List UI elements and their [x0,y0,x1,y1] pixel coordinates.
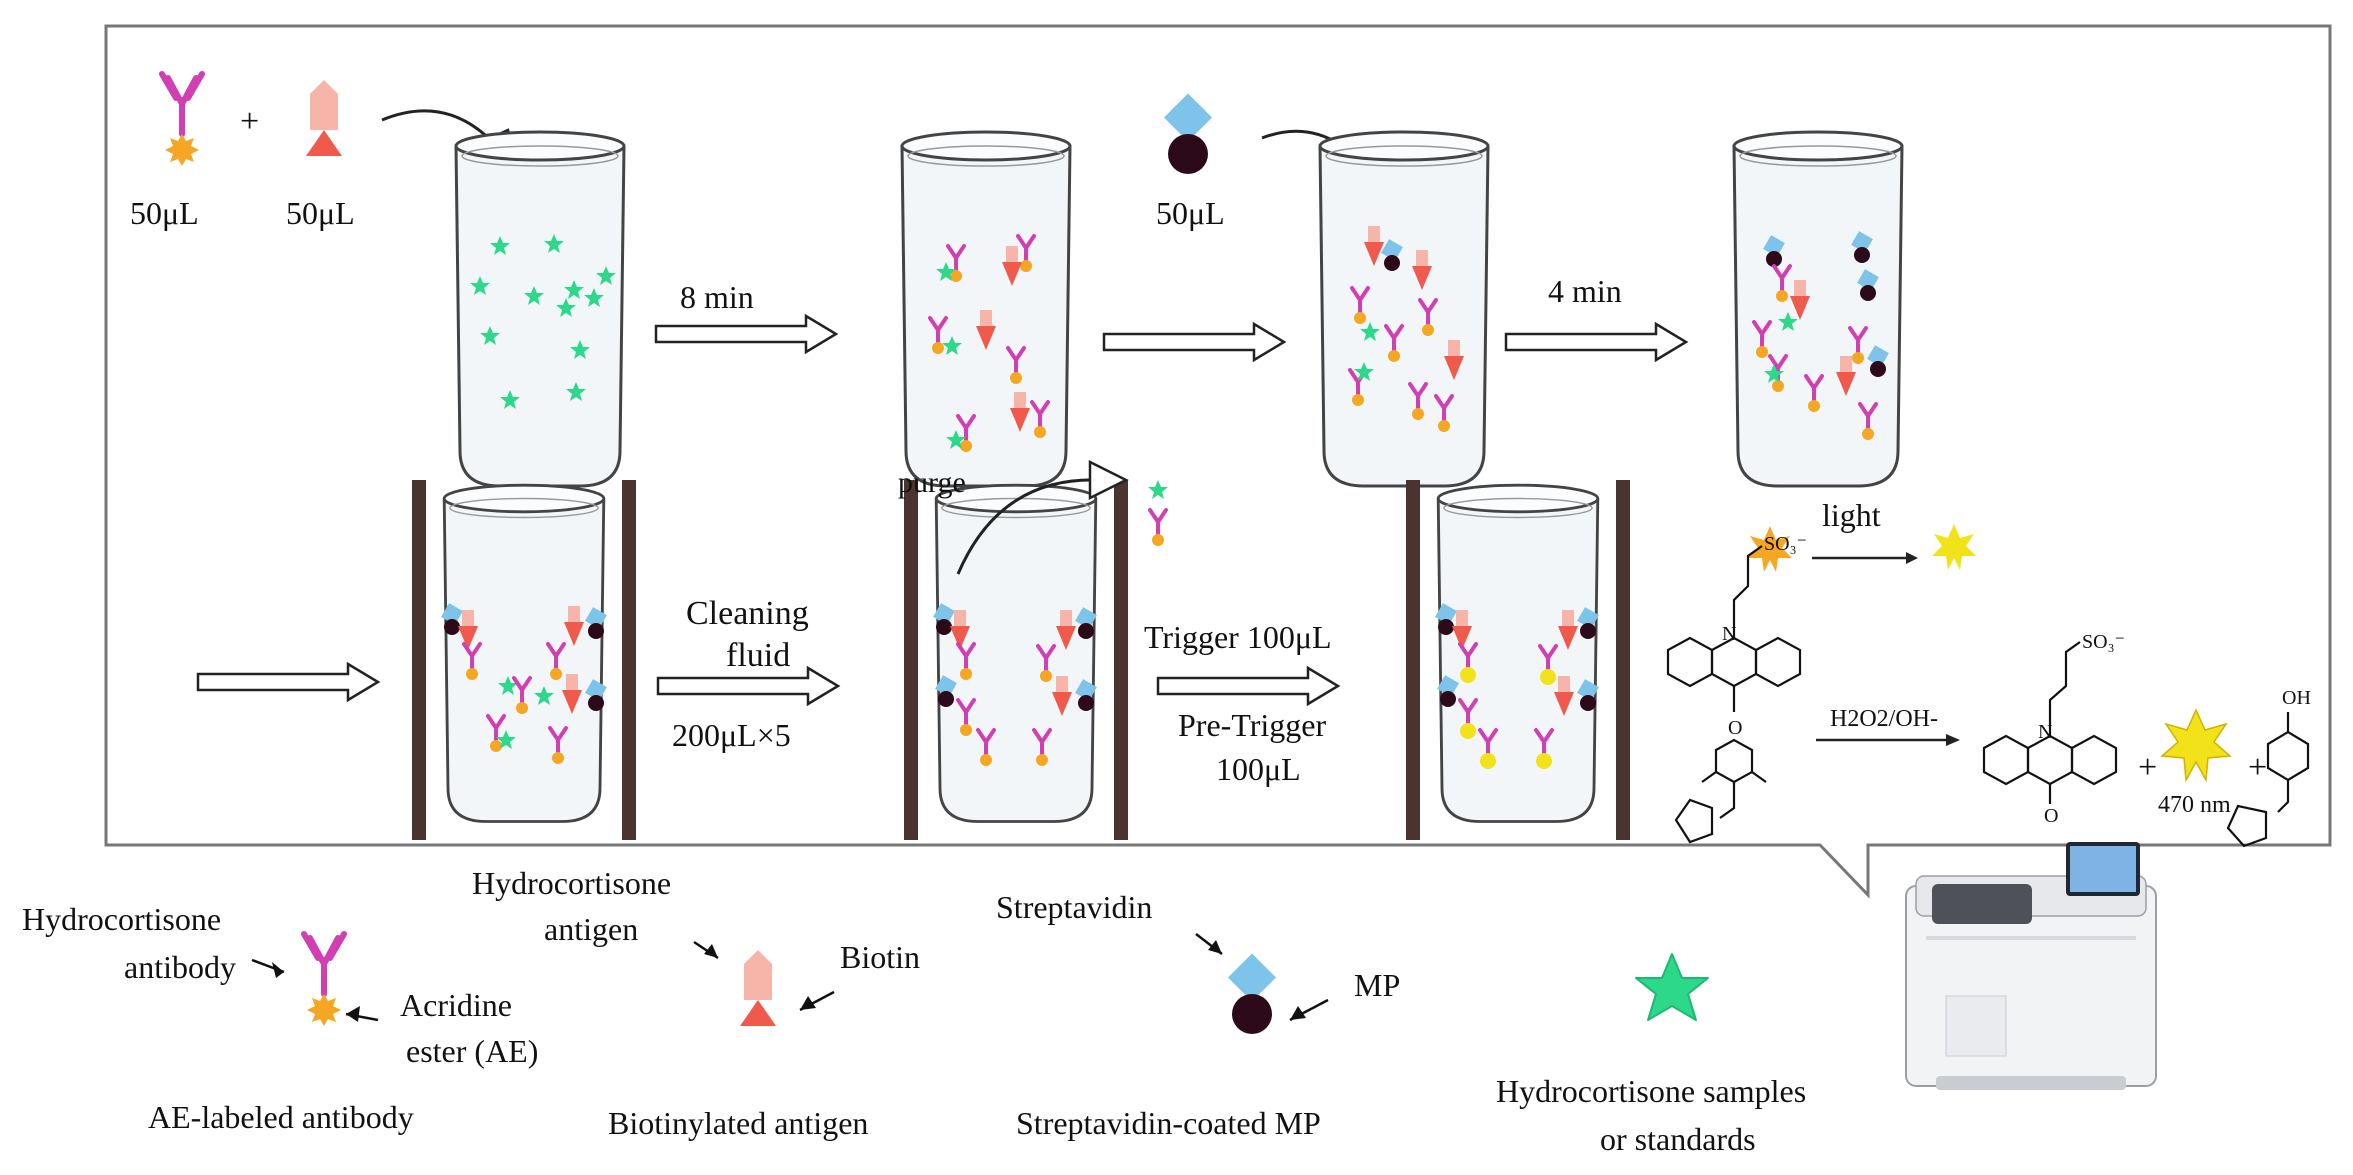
legend-sample-label-2: or standards [1600,1121,1756,1157]
legend-antigen-label-2: antigen [544,911,638,947]
legend-streptavidin-label: Streptavidin [996,889,1152,925]
reaction-arrowhead-icon [1946,734,1960,746]
pre-trigger-label-2: 100μL [1216,751,1301,787]
emission-burst-icon [2160,708,2232,783]
step-1-time: 8 min [680,279,754,315]
legend-pointer-antibody-head-icon [272,962,284,978]
legend-pointer-ae-head-icon [346,1006,360,1022]
purge-arrow-icon [956,478,1101,575]
beaker-4 [1732,130,1904,488]
antigen-volume: 50μL [286,195,355,231]
legend-ae-label-1: Acridine [400,987,512,1023]
product-plus-1: + [2138,749,2157,786]
cleaning-volume: 200μL×5 [672,717,791,753]
analyzer-instrument-icon [1905,842,2157,1090]
beaker-1 [454,130,626,488]
beaker-2 [900,130,1072,488]
oh-label: OH [2282,687,2311,709]
light-arrowhead-icon [1906,552,1918,564]
legend-ae-label-2: ester (AE) [406,1033,538,1069]
legend-mp-label: MP [1354,967,1400,1003]
sulfonate-label: SO₃⁻ [1764,533,1807,555]
pre-trigger-label-1: Pre-Trigger [1178,707,1326,743]
purge-arrowhead-icon [1088,459,1129,501]
legend-antibody-label-1: Hydrocortisone [22,901,221,937]
legend-mp-icon [1227,953,1277,1034]
purge-label: purge [898,466,966,499]
legend-mp-caption: Streptavidin-coated MP [1016,1105,1321,1141]
acridone-n-label: N [2038,721,2052,743]
nhs-structures [2226,712,2310,848]
acridone-sulfonate-label: SO₃⁻ [2082,631,2125,653]
wavelength-label: 470 nm [2158,792,2231,818]
mp-volume: 50μL [1156,195,1225,231]
acridinium-ester-structure [1666,545,1802,844]
trigger-label: Trigger 100μL [1144,619,1332,655]
step-3-time: 4 min [1548,273,1622,309]
legend-antigen-icon [740,950,776,1026]
legend-sample-star-icon [1635,953,1709,1021]
legend-pointer-mp-head-icon [1290,1006,1306,1020]
reagent-label: H2O2/OH- [1830,706,1938,732]
legend-pointer-antigen-head-icon [704,944,718,958]
legend-antibody-icon [304,934,344,1026]
product-plus-2: + [2248,749,2267,786]
light-label: light [1822,497,1881,533]
n-plus-label: N [1722,623,1736,645]
legend-antibody-label-2: antibody [124,949,236,985]
light-burst-icon [1932,524,1976,570]
legend-antigen-caption: Biotinylated antigen [608,1105,868,1141]
acridone-structure [1982,641,2118,804]
ester-o-label: O [1728,717,1742,739]
legend-biotin-label: Biotin [840,939,920,975]
cleaning-label-1: Cleaning [686,595,809,632]
acridone-o-label: O [2044,805,2058,827]
legend-pointer-streptavidin-head-icon [1208,940,1222,954]
beaker-3 [1318,130,1490,488]
antibody-volume: 50μL [130,195,199,231]
cleaning-label-2: fluid [726,637,790,674]
plus-sign: + [240,103,259,140]
legend-pointer-biotin-head-icon [800,996,816,1010]
legend-ae-caption: AE-labeled antibody [148,1099,414,1135]
ae-burst-icon [1748,526,1792,572]
legend-antigen-label-1: Hydrocortisone [472,865,671,901]
legend-sample-label-1: Hydrocortisone samples [1496,1073,1806,1109]
